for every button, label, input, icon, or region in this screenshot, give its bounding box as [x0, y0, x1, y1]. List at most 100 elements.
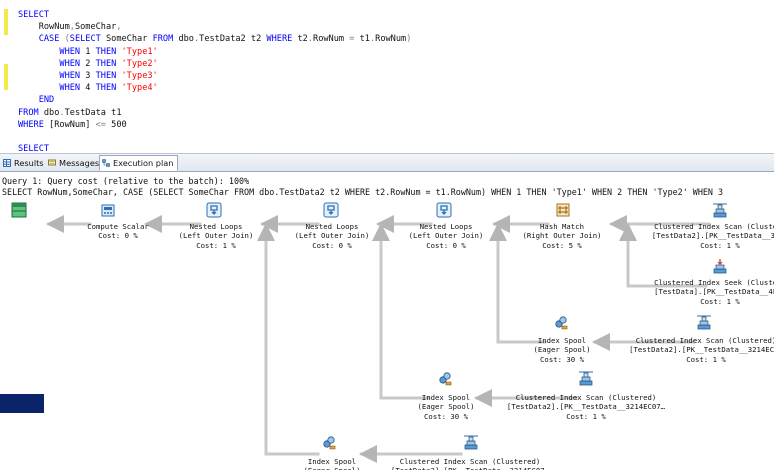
- clustered-index-seek-icon[interactable]: [712, 258, 728, 274]
- change-bar: [4, 64, 8, 90]
- plan-node-line: Index Spool: [307, 457, 357, 466]
- sql-line: RowNum,SomeChar,: [18, 21, 411, 33]
- sql-token: THEN: [95, 70, 122, 81]
- selected-node-highlight: [0, 394, 44, 413]
- plan-node-line: (Left Outer Join): [408, 231, 484, 241]
- sql-token: THEN: [95, 58, 122, 69]
- plan-node-line: (Eager Spool): [288, 466, 376, 470]
- hash-match-icon[interactable]: [555, 202, 571, 218]
- nested-loops-icon[interactable]: [206, 202, 222, 218]
- plan-node-label: Nested Loops(Left Outer Join)Cost: 0 %: [288, 222, 376, 250]
- plan-node-line: Cost: 1 %: [700, 240, 740, 250]
- sql-token: 'Type4': [121, 83, 158, 94]
- plan-node-line: (Left Outer Join): [294, 231, 370, 241]
- connector: [489, 223, 547, 344]
- plan-node-line: Nested Loops: [419, 222, 473, 231]
- plan-node-label: Hash Match(Right Outer Join)Cost: 5 %: [516, 222, 608, 250]
- plan-node-line: Index Spool: [537, 336, 587, 345]
- plan-node-line: [TestData].[PK__TestData__4F4A: [654, 287, 774, 297]
- sql-token: CASE: [18, 34, 65, 45]
- sql-token: THEN: [95, 46, 122, 57]
- nested-loops-icon[interactable]: [436, 202, 452, 218]
- clustered-index-scan-icon[interactable]: [696, 314, 712, 330]
- plan-node-line: Cost: 30 %: [540, 354, 584, 364]
- sql-token: SomeChar: [100, 34, 153, 45]
- tab-results-label: Results: [14, 158, 44, 168]
- plan-node-label: Nested Loops(Left Outer Join)Cost: 1 %: [172, 222, 260, 250]
- index-spool-icon[interactable]: [437, 370, 453, 386]
- sql-token: WHEN: [18, 70, 86, 81]
- plan-node-line: (Left Outer Join): [178, 231, 254, 241]
- sql-token: FROM: [18, 107, 39, 118]
- clustered-index-scan-icon[interactable]: [712, 202, 728, 218]
- clustered-index-scan-icon[interactable]: [578, 370, 594, 386]
- sql-editor[interactable]: SELECT RowNum,SomeChar, CASE (SELECT Som…: [0, 0, 774, 154]
- editor-gutter: [0, 0, 10, 153]
- sql-line: WHEN 1 THEN 'Type1': [18, 46, 411, 58]
- sql-line: WHEN 3 THEN 'Type3': [18, 70, 411, 82]
- plan-node-label: Clustered Index Scan (Clustered)[TestDat…: [390, 457, 550, 470]
- tab-execution-plan-label: Execution plan: [113, 158, 174, 168]
- sql-token: 'Type2': [121, 58, 158, 69]
- tab-execution-plan[interactable]: Execution plan: [99, 155, 179, 171]
- sql-token: 4: [85, 83, 96, 94]
- sql-token: SELECT: [69, 34, 101, 45]
- tab-results[interactable]: Results: [1, 156, 48, 170]
- sql-token: ): [406, 34, 412, 45]
- plan-node-line: [TestData2].[PK__TestData__3214: [651, 231, 774, 241]
- results-tab-bar: Results Messages Execution plan: [0, 154, 774, 172]
- tab-messages-label: Messages: [59, 158, 100, 168]
- sql-token: WHEN: [18, 83, 86, 94]
- query-text-header: SELECT RowNum,SomeChar, CASE (SELECT Som…: [2, 187, 724, 197]
- plan-node-label: Index Spool(Eager Spool)Cost: 30 %: [518, 336, 606, 364]
- sql-token: 3: [85, 70, 96, 81]
- plan-node-line: (Eager Spool): [417, 402, 475, 412]
- sql-token: =: [349, 34, 355, 45]
- sql-text[interactable]: SELECT RowNum,SomeChar, CASE (SELECT Som…: [18, 9, 412, 153]
- tab-messages[interactable]: Messages: [46, 156, 103, 170]
- sql-token: .: [307, 34, 314, 45]
- clustered-index-scan-icon[interactable]: [463, 434, 479, 450]
- sql-token: WHERE: [266, 34, 293, 45]
- sql-token: t2: [292, 34, 308, 45]
- grid-icon: [3, 159, 11, 167]
- sql-token: FROM: [152, 34, 174, 45]
- sql-token: [RowNum]: [43, 119, 96, 130]
- plan-node-line: Cost: 0 %: [2, 231, 42, 241]
- plan-node-line: Clustered Index Scan (Clustered): [515, 393, 657, 402]
- sql-line: SELECT: [18, 9, 411, 21]
- sql-token: .: [369, 34, 376, 45]
- compute-scalar-icon[interactable]: [100, 202, 116, 218]
- sql-token: .: [193, 34, 200, 45]
- index-spool-icon[interactable]: [553, 314, 569, 330]
- sql-token: WHERE: [18, 119, 44, 130]
- plan-node-line: Clustered Index Scan (Clustered): [635, 336, 774, 345]
- execution-plan-icon: [102, 159, 110, 167]
- plan-node-line: SELECT: [8, 222, 36, 231]
- change-bar: [4, 9, 8, 35]
- execution-plan-pane[interactable]: Query 1: Query cost (relative to the bat…: [0, 172, 774, 470]
- connector: [619, 223, 708, 288]
- sql-token: WHEN: [18, 58, 86, 69]
- index-spool-icon[interactable]: [321, 434, 337, 450]
- plan-connectors: [46, 215, 710, 463]
- sql-line: END: [18, 94, 411, 106]
- plan-node-line: Cost: 0 %: [98, 231, 138, 241]
- sql-token: 'Type1': [121, 46, 158, 57]
- messages-icon: [48, 159, 56, 166]
- plan-node-line: Cost: 1 %: [686, 354, 726, 364]
- connector: [372, 223, 431, 400]
- select-icon[interactable]: [11, 202, 27, 218]
- sql-token: 1: [85, 46, 96, 57]
- plan-node-line: [TestData2].[PK__TestData__3214EC07…: [390, 466, 550, 470]
- nested-loops-icon[interactable]: [323, 202, 339, 218]
- sql-token: RowNum: [375, 34, 407, 45]
- plan-node-line: Cost: 5 %: [542, 240, 582, 250]
- plan-node-line: Cost: 1 %: [700, 296, 740, 306]
- plan-node-line: Cost: 30 %: [424, 411, 468, 421]
- plan-node-line: Clustered Index Scan (Clustere: [654, 222, 774, 231]
- plan-node-line: Cost: 1 %: [196, 240, 236, 250]
- plan-node-line: [TestData2].[PK__TestData__3214EC0…: [629, 345, 774, 355]
